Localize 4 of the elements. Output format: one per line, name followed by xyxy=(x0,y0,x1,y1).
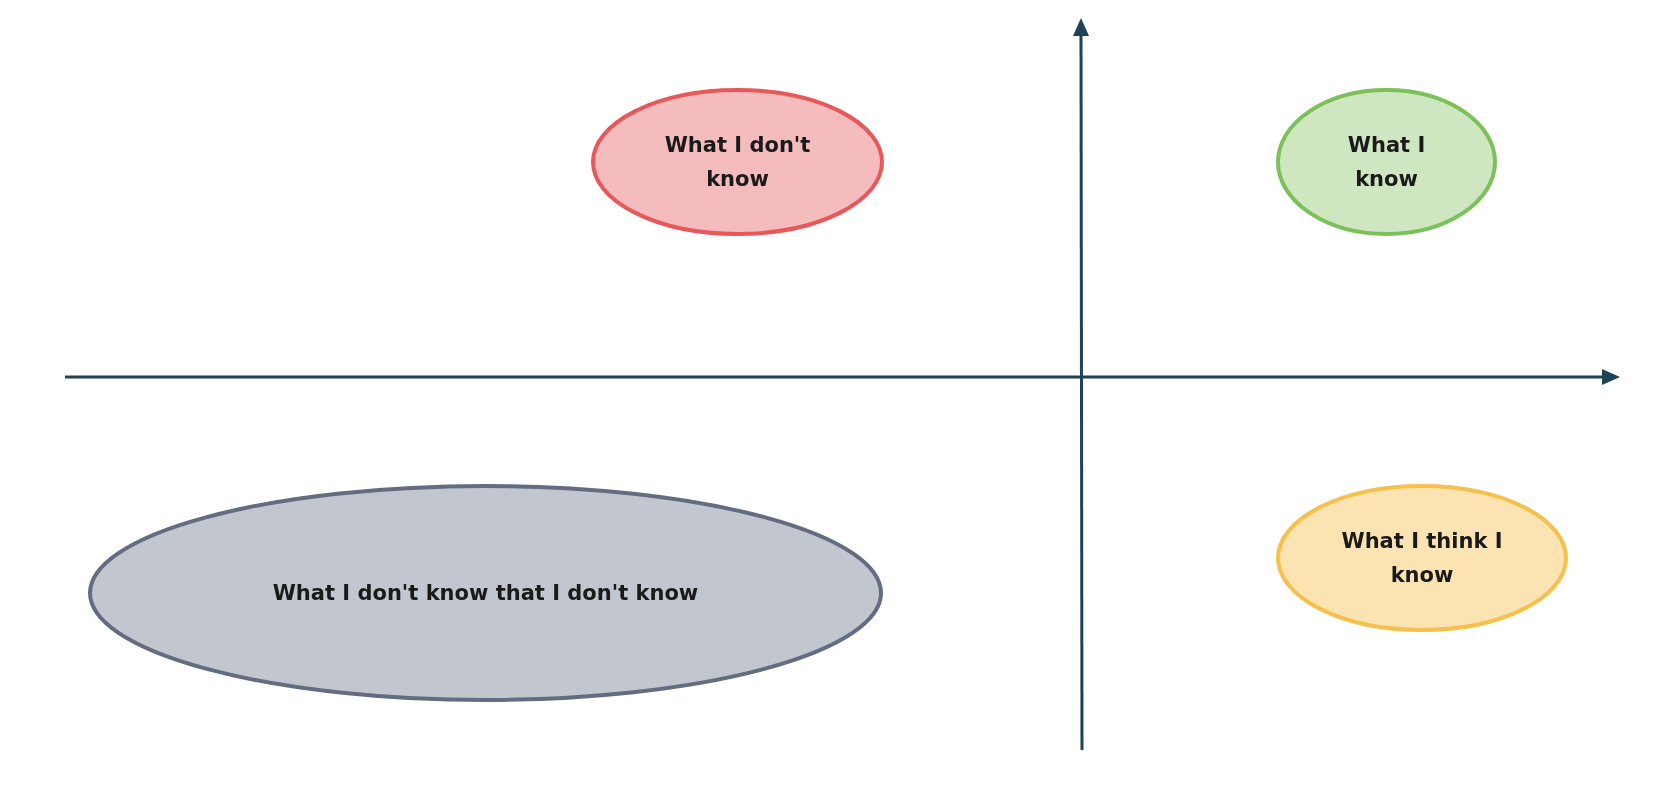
node-label: What I don't know that I don't know xyxy=(271,580,700,607)
node-label: What I don't know xyxy=(663,132,812,193)
node-label: What I think I know xyxy=(1340,528,1504,589)
node-label: What I know xyxy=(1346,132,1427,193)
